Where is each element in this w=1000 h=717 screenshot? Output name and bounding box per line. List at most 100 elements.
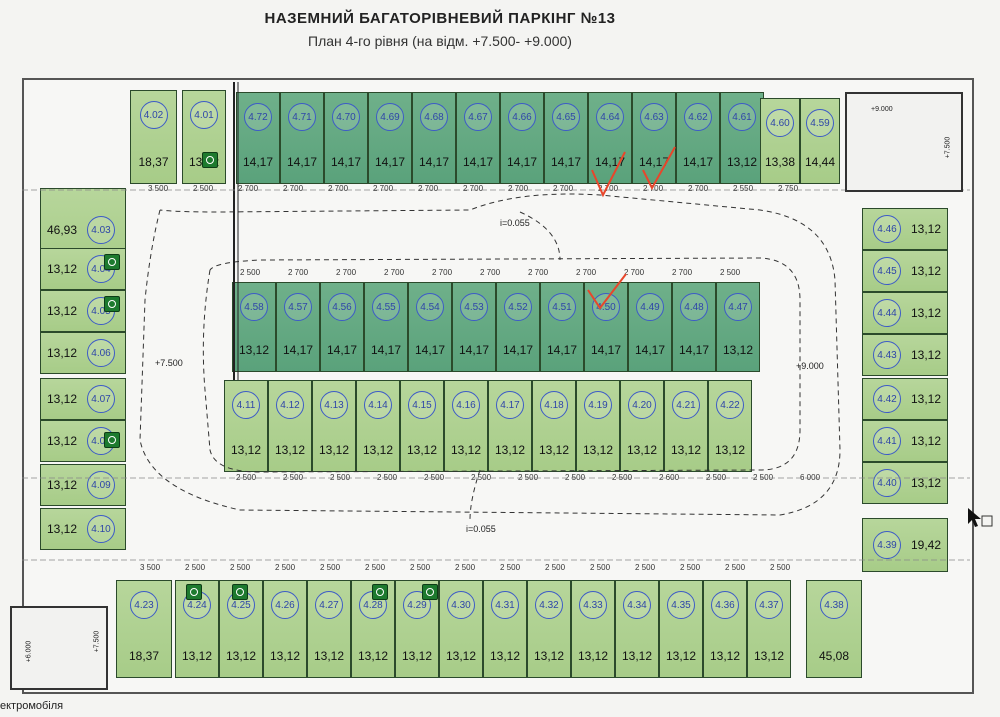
connector-route — [519, 211, 561, 261]
dimension-label: 2 500 — [377, 473, 398, 482]
spot-area: 13,12 — [318, 443, 350, 457]
dimension-label: 2 500 — [770, 563, 791, 572]
spot-number: 4.63 — [640, 103, 668, 131]
spot-number: 4.59 — [806, 109, 834, 137]
stair-elev-bottom: +6.000 — [25, 640, 33, 663]
spot-number: 4.35 — [667, 591, 695, 619]
spot-area: 19,42 — [910, 538, 941, 552]
dimension-label: 2 700 — [336, 268, 357, 277]
spot-area: 13,12 — [709, 649, 741, 663]
spot-area: 18,37 — [128, 649, 160, 663]
dimension-label: 2 700 — [432, 268, 453, 277]
spot-area: 13,12 — [714, 443, 746, 457]
parking-spot-4-59: 4.59 14,44 — [800, 98, 840, 184]
spot-area: 13,12 — [230, 443, 262, 457]
elevation-left: +7.500 — [155, 358, 183, 368]
spot-area: 13,12 — [47, 434, 78, 448]
spot-number: 4.55 — [372, 293, 400, 321]
spot-area: 14,17 — [590, 343, 622, 357]
spot-number: 4.50 — [592, 293, 620, 321]
spot-number: 4.16 — [452, 391, 480, 419]
connector-route-2 — [469, 469, 481, 521]
dimension-label: 2 500 — [424, 473, 445, 482]
spot-number: 4.06 — [87, 339, 115, 367]
spot-number: 4.51 — [548, 293, 576, 321]
spot-number: 4.70 — [332, 103, 360, 131]
spot-number: 4.43 — [873, 341, 901, 369]
spot-area: 13,12 — [626, 443, 658, 457]
spot-number: 4.42 — [873, 385, 901, 413]
spot-area: 13,12 — [538, 443, 570, 457]
parking-spot-4-20: 4.20 13,12 — [620, 380, 664, 472]
spot-number: 4.60 — [766, 109, 794, 137]
dimension-label: 2 500 — [635, 563, 656, 572]
dimension-label: 2 700 — [508, 184, 529, 193]
spot-area: 14,17 — [458, 343, 490, 357]
spot-number: 4.44 — [873, 299, 901, 327]
dimension-label: 3 500 — [148, 184, 169, 193]
spot-area: 13,12 — [47, 522, 78, 536]
spot-number: 4.69 — [376, 103, 404, 131]
spot-area: 13,12 — [726, 155, 758, 169]
elevation-right: +9.000 — [796, 361, 824, 371]
dimension-label: 2 700 — [480, 268, 501, 277]
spot-number: 4.26 — [271, 591, 299, 619]
spot-area: 13,12 — [753, 649, 785, 663]
spot-number: 4.33 — [579, 591, 607, 619]
check-mark-2 — [642, 146, 676, 191]
spot-number: 4.32 — [535, 591, 563, 619]
dimension-label: 2 700 — [688, 184, 709, 193]
spot-area: 13,12 — [47, 392, 78, 406]
dimension-label: 2 500 — [236, 473, 257, 482]
ev-charger-icon — [202, 152, 218, 168]
spot-area: 13,12 — [47, 304, 78, 318]
dimension-label: 2 700 — [576, 268, 597, 277]
spot-number: 4.12 — [276, 391, 304, 419]
dimension-label: 2 500 — [185, 563, 206, 572]
dimension-label: 2 500 — [565, 473, 586, 482]
dimension-label: 2 700 — [384, 268, 405, 277]
spot-area: 13,12 — [910, 306, 941, 320]
spot-area: 14,44 — [804, 155, 836, 169]
spot-number: 4.54 — [416, 293, 444, 321]
spot-area: 13,12 — [238, 343, 270, 357]
spot-number: 4.45 — [873, 257, 901, 285]
dimension-label: 2 700 — [238, 184, 259, 193]
ev-charger-icon — [104, 296, 120, 312]
spot-area: 13,12 — [274, 443, 306, 457]
dimension-label: 2 500 — [240, 268, 261, 277]
stair-elev: +9.000 — [871, 106, 893, 113]
spot-area: 14,17 — [506, 155, 538, 169]
spot-number: 4.68 — [420, 103, 448, 131]
spot-number: 4.20 — [628, 391, 656, 419]
spot-number: 4.38 — [820, 591, 848, 619]
spot-number: 4.15 — [408, 391, 436, 419]
spot-number: 4.71 — [288, 103, 316, 131]
dimension-label: 2 500 — [725, 563, 746, 572]
spot-area: 13,12 — [533, 649, 565, 663]
dimension-label: 2 500 — [720, 268, 741, 277]
spot-area: 13,12 — [47, 262, 78, 276]
spot-number: 4.36 — [711, 591, 739, 619]
dimension-label: 2 500 — [320, 563, 341, 572]
